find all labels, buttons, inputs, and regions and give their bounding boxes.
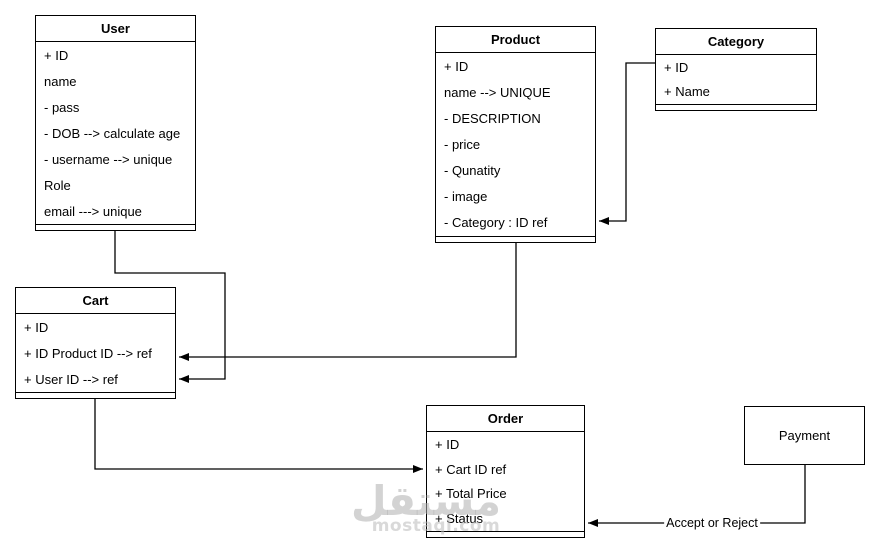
entity-attribute: - price [444, 136, 481, 152]
entity-attribute: name --> UNIQUE [444, 84, 551, 100]
entity-attribute: - Category : ID ref [444, 215, 548, 231]
entity-attribute: + Total Price [435, 486, 507, 502]
entity-attribute: - DOB --> calculate age [44, 125, 181, 141]
entity-methods-compartment [436, 236, 595, 242]
entity-attribute: + Cart ID ref [435, 461, 507, 477]
entity-order-attributes: + ID + Cart ID ref + Total Price + Statu… [427, 432, 584, 531]
edge-category-to-product [599, 62, 655, 225]
entity-category-attributes: + ID + Name [656, 55, 816, 104]
entity-attribute: + Status [435, 511, 484, 527]
entity-attribute: + ID [435, 436, 460, 452]
entity-attribute: - pass [44, 99, 80, 115]
entity-category[interactable]: Category + ID + Name [655, 28, 817, 111]
edge-label-accept-or-reject: Accept or Reject [664, 516, 760, 530]
entity-user-title: User [36, 16, 195, 42]
entity-product-attributes: + ID name --> UNIQUE - DESCRIPTION - pri… [436, 53, 595, 236]
entity-cart-title: Cart [16, 288, 175, 314]
entity-attribute: - Qunatity [444, 163, 501, 179]
entity-order[interactable]: Order + ID + Cart ID ref + Total Price +… [426, 405, 585, 538]
entity-cart-attributes: + ID + ID Product ID --> ref + User ID -… [16, 314, 175, 392]
edge-cart-to-order [94, 399, 423, 473]
entity-attribute: + ID [24, 319, 49, 335]
entity-attribute: + User ID --> ref [24, 371, 118, 387]
entity-methods-compartment [36, 224, 195, 230]
edge-product-to-cart [179, 243, 517, 361]
entity-attribute: + ID [44, 47, 69, 63]
entity-product[interactable]: Product + ID name --> UNIQUE - DESCRIPTI… [435, 26, 596, 243]
entity-payment-title: Payment [778, 428, 831, 443]
edge-payment-to-order [588, 465, 806, 527]
entity-attribute: + ID [664, 59, 689, 75]
entity-methods-compartment [16, 392, 175, 398]
entity-category-title: Category [656, 29, 816, 55]
entity-attribute: - image [444, 189, 488, 205]
entity-cart[interactable]: Cart + ID + ID Product ID --> ref + User… [15, 287, 176, 399]
entity-attribute: email ---> unique [44, 203, 142, 219]
entity-attribute: + ID [444, 58, 469, 74]
entity-attribute: + Name [664, 84, 710, 100]
entity-user-attributes: + ID name - pass - DOB --> calculate age… [36, 42, 195, 224]
entity-payment[interactable]: Payment [744, 406, 865, 465]
entity-user[interactable]: User + ID name - pass - DOB --> calculat… [35, 15, 196, 231]
entity-attribute: - DESCRIPTION [444, 110, 541, 126]
entity-methods-compartment [656, 104, 816, 110]
entity-order-title: Order [427, 406, 584, 432]
entity-attribute: name [44, 73, 77, 89]
entity-attribute: + ID Product ID --> ref [24, 345, 152, 361]
entity-attribute: - username --> unique [44, 151, 173, 167]
entity-attribute: Role [44, 177, 71, 193]
entity-product-title: Product [436, 27, 595, 53]
entity-methods-compartment [427, 531, 584, 537]
